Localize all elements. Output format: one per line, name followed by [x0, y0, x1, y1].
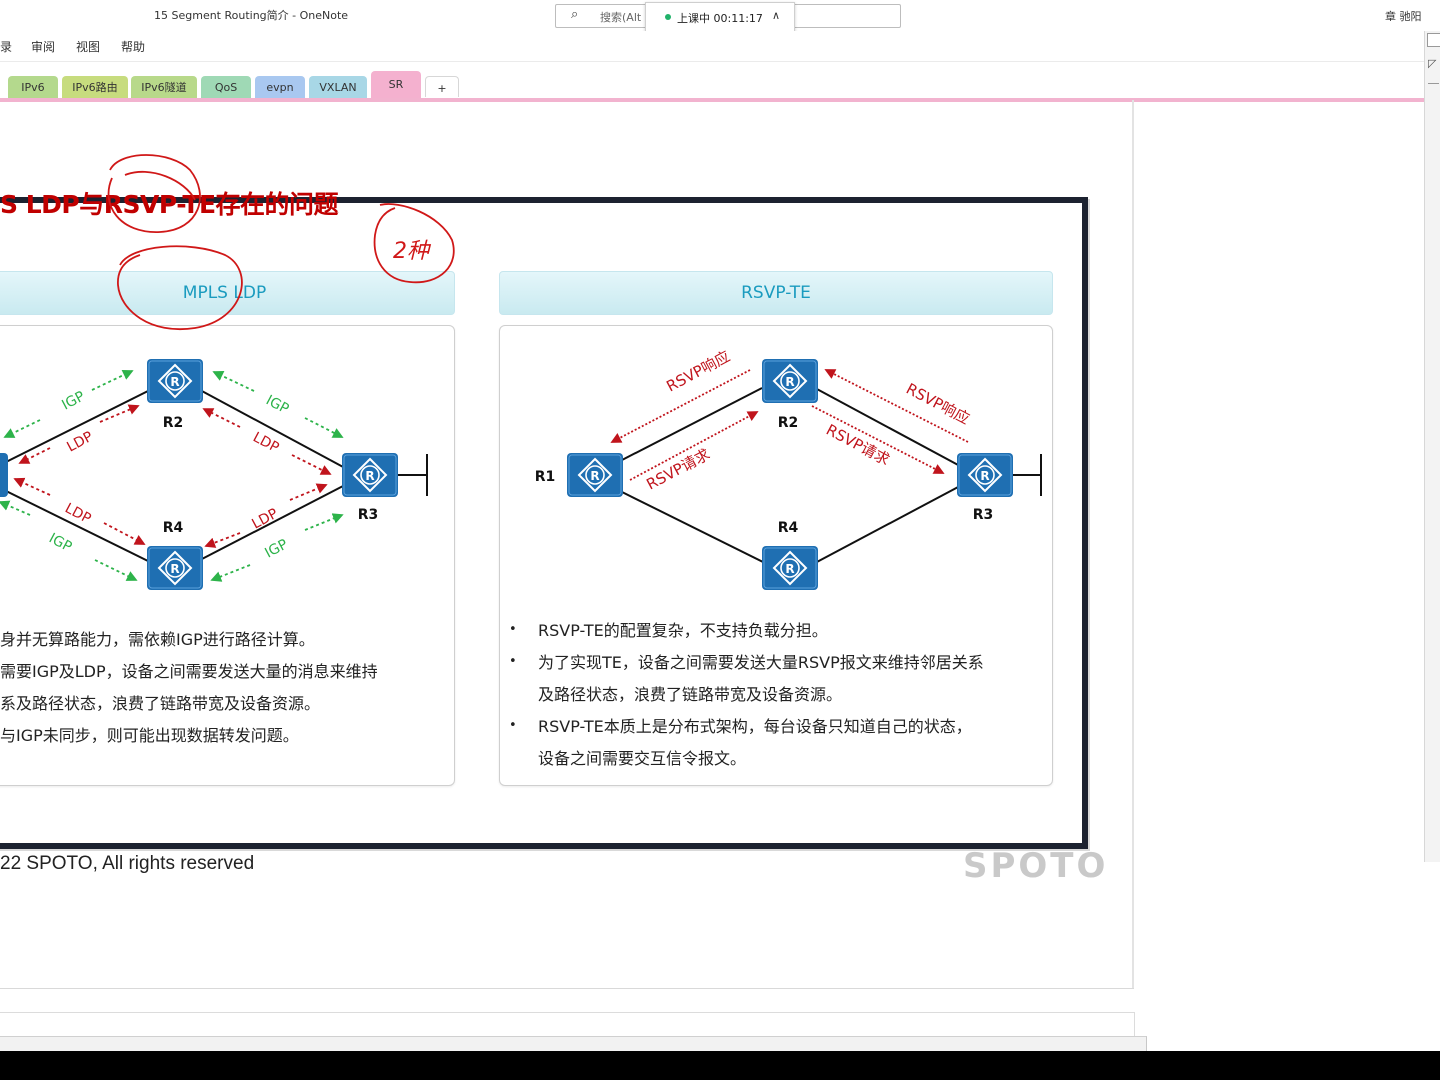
router-r3-icon — [341, 452, 399, 498]
rsvp-te-signal-arrows — [610, 369, 969, 481]
mpls-ldp-signal-arrows — [0, 369, 344, 582]
bullet-dot: • — [509, 718, 517, 733]
ink-note: 2种 — [393, 239, 432, 264]
label-igp-4: IGP — [262, 536, 290, 561]
label-ldp-2: LDP — [250, 429, 281, 456]
menu-item-review[interactable]: 审阅 — [31, 40, 56, 54]
router-r4-icon — [146, 545, 204, 591]
menu-item-view[interactable]: 视图 — [76, 40, 101, 54]
spoto-logo: SPOTO — [963, 846, 1109, 886]
tab-ipv6-tunnel[interactable]: IPv6隧道 — [131, 76, 197, 98]
add-section-button[interactable]: + — [425, 76, 459, 97]
label-ldp-3: LDP — [62, 500, 93, 527]
label-ldp-1: LDP — [64, 429, 95, 456]
router-r1-icon — [0, 453, 8, 497]
collapse-icon[interactable]: ◸ — [1428, 57, 1437, 70]
status-dot-icon — [665, 14, 671, 20]
slide-title: S LDP与RSVP-TE存在的问题 — [0, 190, 339, 219]
title-bar: 15 Segment Routing简介 - OneNote ⌕ 搜索(Alt … — [0, 0, 1440, 32]
copyright-text: 22 SPOTO, All rights reserved — [0, 853, 255, 874]
router-r1-icon-right — [566, 452, 624, 498]
timer-label: 上课中 00:11:17 — [677, 12, 763, 25]
label-rsvp-req-2: RSVP请求 — [823, 421, 893, 469]
ribbon-menu: 录 审阅 视图 帮助 — [0, 31, 1424, 62]
ldp-bullet-2: 需要IGP及LDP，设备之间需要发送大量的消息来维持 — [0, 662, 378, 681]
rsvp-te-links — [621, 387, 1042, 564]
page-input-strip[interactable] — [0, 1012, 1135, 1037]
mpls-ldp-header: MPLS LDP — [0, 271, 455, 315]
menu-item-help[interactable]: 帮助 — [121, 40, 146, 54]
ldp-bullet-4: 与IGP未同步，则可能出现数据转发问题。 — [0, 726, 299, 745]
bullet-dot: • — [509, 622, 517, 637]
horizontal-scrollbar[interactable] — [0, 1036, 1147, 1051]
ldp-bullet-1: 身并无算路能力，需依赖IGP进行路径计算。 — [0, 630, 315, 649]
tab-ipv6-routing[interactable]: IPv6路由 — [62, 76, 128, 98]
mpls-ldp-links — [0, 389, 428, 563]
router-label-r3: R3 — [358, 507, 379, 523]
search-icon: ⌕ — [571, 7, 579, 22]
divider-line — [1428, 83, 1439, 84]
ink-annotations — [107, 154, 455, 331]
router-label-r1-right: R1 — [535, 469, 556, 485]
menu-item-record[interactable]: 录 — [0, 40, 13, 54]
tab-ipv6[interactable]: IPv6 — [8, 76, 58, 98]
label-rsvp-resp-1: RSVP响应 — [663, 347, 733, 395]
ldp-bullet-3: 系及路径状态，浪费了链路带宽及设备资源。 — [0, 694, 321, 713]
label-igp-1: IGP — [59, 388, 87, 413]
router-label-r4: R4 — [163, 520, 184, 536]
chevron-up-icon[interactable]: ∧ — [772, 9, 781, 22]
label-igp-3: IGP — [46, 530, 74, 555]
search-placeholder: 搜索(Alt — [600, 11, 642, 24]
router-label-r2-right: R2 — [778, 415, 799, 431]
topology-diagrams: R IGP LDP IGP LDP LDP IGP LDP IGP — [0, 154, 1042, 591]
label-igp-2: IGP — [263, 392, 291, 417]
rsvp-bullet-2-cont: 及路径状态，浪费了链路带宽及设备资源。 — [538, 685, 843, 704]
tab-sr[interactable]: SR — [371, 71, 421, 98]
tab-qos[interactable]: QoS — [201, 76, 251, 98]
rsvp-bullet-1: RSVP-TE的配置复杂，不支持负载分担。 — [538, 621, 828, 640]
taskbar — [0, 1051, 1440, 1080]
tab-underline — [0, 98, 1424, 102]
rsvp-bullet-2: 为了实现TE，设备之间需要发送大量RSVP报文来维持邻居关系 — [538, 653, 984, 672]
label-rsvp-req-1: RSVP请求 — [643, 445, 713, 493]
window-title: 15 Segment Routing简介 - OneNote — [154, 9, 349, 22]
class-timer[interactable]: 上课中 00:11:17 ∧ — [645, 2, 795, 32]
rsvp-bullet-3: RSVP-TE本质上是分布式架构，每台设备只知道自己的状态， — [538, 717, 972, 736]
label-ldp-4: LDP — [249, 506, 280, 533]
label-rsvp-resp-2: RSVP响应 — [903, 380, 973, 428]
router-r3-icon-right — [956, 452, 1014, 498]
page-bottom-rule — [0, 988, 1134, 989]
tab-evpn[interactable]: evpn — [255, 76, 305, 98]
router-label-r3-right: R3 — [973, 507, 994, 523]
router-r4-icon-right — [761, 545, 819, 591]
restore-icon[interactable] — [1427, 33, 1440, 47]
user-name[interactable]: 章 驰阳 — [1385, 10, 1422, 23]
rsvp-te-header: RSVP-TE — [499, 271, 1053, 315]
router-label-r2: R2 — [163, 415, 184, 431]
router-r2-icon — [146, 358, 204, 404]
rsvp-bullet-3-cont: 设备之间需要交互信令报文。 — [538, 749, 747, 768]
mpls-ldp-panel — [0, 325, 455, 786]
page-list-scrollbar[interactable]: ◸ — [1424, 31, 1440, 862]
tab-vxlan[interactable]: VXLAN — [309, 76, 367, 98]
bullet-dot: • — [509, 654, 517, 669]
page-border — [1132, 100, 1134, 988]
router-r2-icon-right — [761, 358, 819, 404]
router-label-r4-right: R4 — [778, 520, 799, 536]
